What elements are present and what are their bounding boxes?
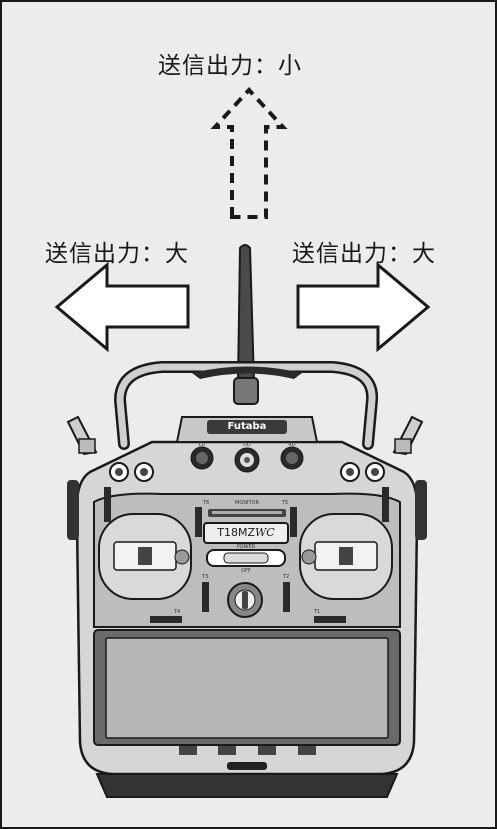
left-shoulder-switches <box>109 462 154 482</box>
dashed-up-arrow <box>210 87 288 219</box>
model-badge <box>203 522 289 544</box>
hw-button-4 <box>298 746 316 755</box>
label-output-high-right: 送信出力：大 <box>292 241 436 267</box>
bottom-base <box>95 773 399 798</box>
brand-plate <box>207 420 287 434</box>
right-stick-gimbal <box>299 513 393 600</box>
knob-left <box>190 446 214 470</box>
model-suffix: WC <box>255 526 275 539</box>
trim-t3 <box>202 582 209 612</box>
off-text: OFF <box>241 568 251 574</box>
trim-label-t6: T6 <box>203 500 210 506</box>
trim-t4 <box>150 616 182 623</box>
hw-button-1 <box>179 746 197 755</box>
right-arrow <box>296 261 431 353</box>
power-text: POWER <box>236 544 256 550</box>
trim-label-t5: T5 <box>282 500 289 506</box>
model-text: T18MZWC <box>204 523 288 543</box>
monitor-text: MONITOR <box>235 500 259 506</box>
trim-label-t3: T3 <box>202 574 209 580</box>
antenna <box>236 244 256 383</box>
left-arrow <box>54 261 190 353</box>
trim-t1 <box>314 616 346 623</box>
jog-dial <box>227 582 263 618</box>
knob-label-dd: DD <box>243 442 251 448</box>
knob-label-rd: RD <box>288 442 296 448</box>
right-shoulder-switches <box>340 462 385 482</box>
hw-button-3 <box>258 746 276 755</box>
trim-t6 <box>195 507 202 537</box>
trim-label-t1: T1 <box>314 609 321 615</box>
handle-grip <box>192 366 302 379</box>
knob-label-ld: LD <box>198 442 206 448</box>
antenna-base <box>233 377 259 405</box>
model-name: T18MZ <box>217 526 255 539</box>
left-stick-gimbal <box>98 513 192 600</box>
knob-right <box>280 446 304 470</box>
label-output-high-left: 送信出力：大 <box>45 241 189 267</box>
label-output-low: 送信出力：小 <box>158 53 302 79</box>
knob-center <box>234 447 260 473</box>
trim-label-t4: T4 <box>174 609 181 615</box>
hw-button-2 <box>218 746 236 755</box>
trim-t2 <box>283 582 290 612</box>
trim-label-t2: T2 <box>283 574 290 580</box>
trim-t5 <box>290 507 297 537</box>
brand-text: Futaba <box>227 421 267 432</box>
touch-screen <box>105 637 389 739</box>
